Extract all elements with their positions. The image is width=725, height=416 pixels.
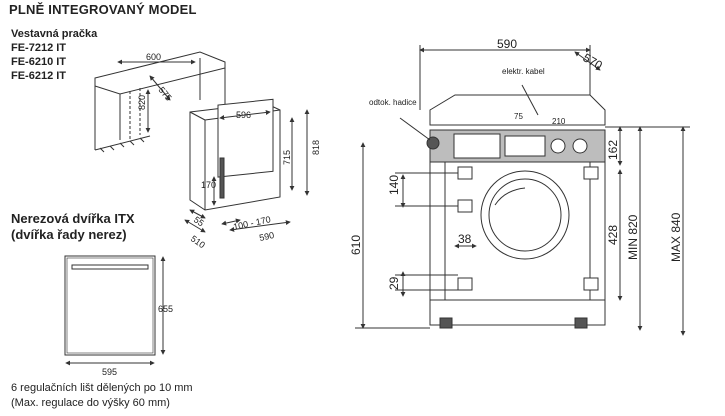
dim-595: 595 bbox=[102, 367, 117, 377]
note-line-1: 6 regulačních lišt dělených po 10 mm bbox=[11, 382, 193, 394]
dim-55: 55 bbox=[192, 214, 206, 228]
dim-818: 818 bbox=[311, 140, 321, 155]
label-hose: odtok. hadice bbox=[369, 98, 417, 107]
door-panel-drawing bbox=[64, 255, 166, 366]
dim-210: 210 bbox=[552, 117, 566, 126]
model-item-3: FE-6212 IT bbox=[11, 70, 67, 82]
dim-29: 29 bbox=[387, 276, 401, 290]
door-heading: Nerezová dvířka ITX (dvířka řady nerez) bbox=[11, 211, 135, 243]
dim-600: 600 bbox=[146, 52, 161, 62]
installation-niche-drawing bbox=[94, 51, 226, 153]
dim-162: 162 bbox=[606, 140, 620, 160]
dim-610: 610 bbox=[349, 235, 363, 255]
dim-596: 596 bbox=[236, 110, 251, 120]
dim-715: 715 bbox=[282, 150, 292, 165]
door-subtitle: (dvířka řady nerez) bbox=[11, 227, 127, 242]
adjustment-note: 6 regulačních lišt dělených po 10 mm (Ma… bbox=[11, 381, 193, 411]
dim-570: 570 bbox=[581, 50, 606, 72]
dim-428: 428 bbox=[606, 225, 620, 245]
note-line-2: (Max. regulace do výšky 60 mm) bbox=[11, 397, 170, 409]
washing-machine-drawing bbox=[355, 45, 690, 336]
dim-75: 75 bbox=[514, 112, 523, 121]
dim-655: 655 bbox=[158, 304, 173, 314]
label-cable: elektr. kabel bbox=[502, 67, 545, 76]
dim-590: 590 bbox=[258, 230, 275, 243]
dim-min-820: MIN 820 bbox=[626, 214, 640, 260]
dim-100-170: 100 - 170 bbox=[232, 214, 271, 232]
page-title: PLNĚ INTEGROVANÝ MODEL bbox=[9, 2, 197, 17]
dim-590-top: 590 bbox=[497, 37, 517, 51]
dim-max-840: MAX 840 bbox=[669, 212, 683, 262]
model-item-1: FE-7212 IT bbox=[11, 42, 67, 54]
dim-170: 170 bbox=[201, 180, 216, 190]
model-item-2: FE-6210 IT bbox=[11, 56, 67, 68]
machine-box-drawing bbox=[184, 98, 310, 233]
door-title: Nerezová dvířka ITX bbox=[11, 211, 135, 226]
model-list: Vestavná pračka FE-7212 IT FE-6210 IT FE… bbox=[11, 27, 97, 83]
dim-140: 140 bbox=[387, 175, 401, 195]
model-subtitle: Vestavná pračka bbox=[11, 28, 98, 40]
dim-38: 38 bbox=[458, 232, 472, 246]
dim-820: 820 bbox=[137, 95, 147, 110]
dim-510: 510 bbox=[189, 233, 207, 250]
